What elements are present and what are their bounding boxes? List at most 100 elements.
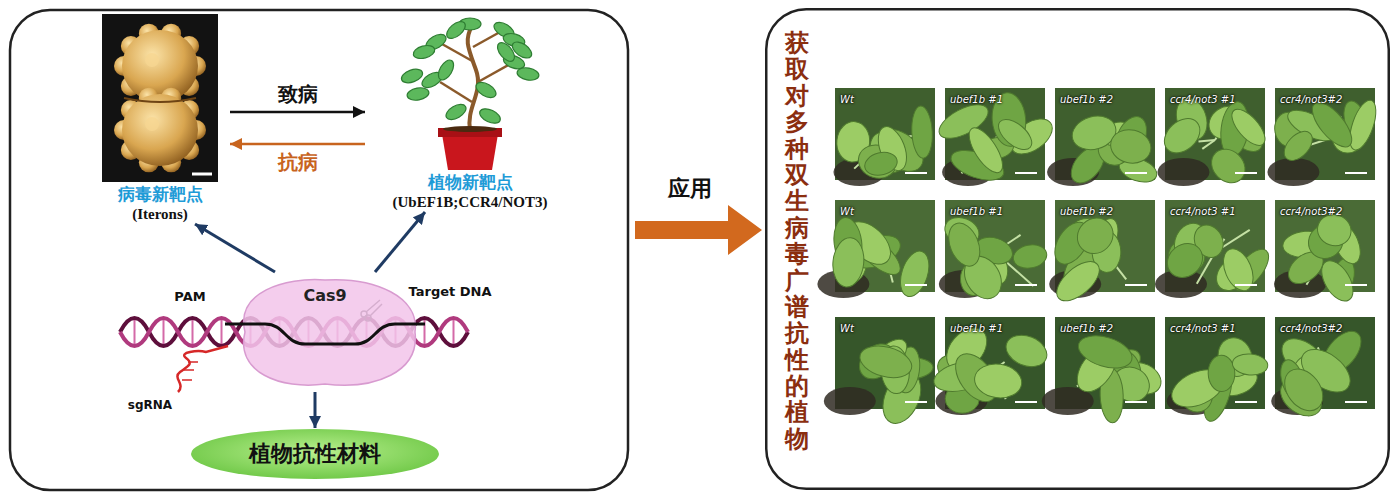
connector-arrow [375,212,425,272]
plant-leaf [972,361,1024,401]
cas9-shape [244,280,416,385]
capsid-lobe [122,94,198,166]
result-panel: 获取对多种双生病毒广谱抗性的植物 Wt ubef1b #1 ubef1b #2 ccr4… [765,8,1390,490]
plant-leaf [1158,112,1207,160]
lobe-junction [124,98,196,102]
plant-stem [440,82,472,102]
edge-label: 抗病 [276,150,320,174]
soil [824,387,876,415]
plant-leaf [993,114,1037,155]
label-wrap: PAM [174,289,205,305]
scale-bar [1125,284,1147,286]
plant-photo: ubef1b #2 [1055,200,1155,292]
scale-bar [905,284,927,286]
plant-photo: ccr4/not3 #1 [1165,200,1265,292]
scale-bar [1125,172,1147,174]
photo-label: ccr4/not3 #1 [1165,92,1241,109]
pot-soil [443,126,497,132]
photo-label: ubef1b #2 [1055,92,1118,109]
flower-pot [442,134,498,170]
plant-photo: ccr4/not3#2 [1275,317,1375,409]
photo-label: Wt [835,204,859,221]
plant-leaf [1277,362,1331,418]
protein-label: Cas9 [303,286,346,306]
photo-label: ubef1b #2 [1055,204,1118,221]
ellipse-shape [191,429,439,479]
capsomer [145,117,159,131]
scale-bar [1345,172,1367,174]
resistant-material: 植物抗性材料 [190,428,440,480]
plant-leaf [943,218,986,270]
scale-bar [1015,172,1037,174]
plant-leaf [412,43,436,60]
scale-bar [192,173,212,176]
plant-leaf [1107,126,1154,167]
scale-bar [1015,284,1037,286]
plant-leaf [1218,244,1259,295]
scale-bar [1345,284,1367,286]
photo-label: ccr4/not3#2 [1275,204,1347,221]
connector-arrow [230,143,365,146]
virus-image [102,14,218,182]
plant-leaf [473,79,498,100]
soil [1267,158,1319,186]
plant-leaf [895,247,934,300]
scale-bar [1015,401,1037,403]
plant-leaf [1279,126,1318,166]
plant-photo: ccr4/not3#2 [1275,200,1375,292]
plant-leaf [1001,329,1051,372]
material-label: 植物抗性材料 [249,440,381,468]
plant-target: 植物新靶点(UbEF1B;CCR4/NOT3) [365,22,575,212]
plant-leaf [443,101,468,122]
photo-label: ubef1b #2 [1055,321,1118,338]
photo-label: ubef1b #1 [945,321,1008,338]
edge-label-wrap: 致病 [276,82,320,106]
plant-stem [1202,140,1215,149]
plant-photo: Wt [835,200,935,292]
plant-leaf [1205,142,1252,189]
plant-photo: ccr4/not3 #1 [1165,317,1265,409]
photo-label: ubef1b #1 [945,92,1008,109]
plant-leaf [1208,355,1235,392]
plant-photo: ccr4/not3 #1 [1165,88,1265,180]
capsomer [145,53,159,67]
scale-bar [1235,401,1257,403]
label-wrap: sgRNA [128,398,172,412]
plant-photo: ubef1b #1 [945,317,1045,409]
edge-label: 致病 [276,82,320,106]
photo-label: ccr4/not3#2 [1275,92,1347,109]
vertical-title: 获取对多种双生病毒广谱抗性的植物 [785,30,809,452]
dna-label: PAM [174,289,205,305]
plant-leaf [1160,236,1209,284]
sgrna-strand [177,346,228,392]
plant-leaf [1011,242,1049,271]
rna-label: sgRNA [128,398,172,412]
plant-leaf [1074,330,1135,374]
photo-label: ubef1b #1 [945,204,1008,221]
left-panel [10,10,628,490]
step-label: 应用 [668,176,712,202]
scale-bar [1235,172,1257,174]
plant-leaf [444,18,469,41]
plant-photo: ccr4/not3#2 [1275,88,1375,180]
scale-bar [1235,284,1257,286]
panel-outline [766,9,1389,489]
target-label: 病毒新靶点 [118,184,203,205]
photo-label: ccr4/not3#2 [1275,321,1347,338]
photo-label: Wt [835,321,859,338]
plant-leaf [1050,254,1106,308]
plant-stem [442,44,474,62]
plant-stem [468,26,478,130]
scale-bar [905,401,927,403]
edge-label-wrap: 抗病 [276,150,320,174]
plant-leaf [1226,104,1271,151]
plant-leaf [516,66,540,82]
plant-photo: ubef1b #2 [1055,317,1155,409]
connector-arrow [314,392,317,428]
soil [1157,158,1209,186]
plant-leaf [406,86,430,102]
label-wrap: Target DNA [409,284,492,300]
connector-arrow [195,224,275,272]
photo-label: ccr4/not3 #1 [1165,321,1241,338]
